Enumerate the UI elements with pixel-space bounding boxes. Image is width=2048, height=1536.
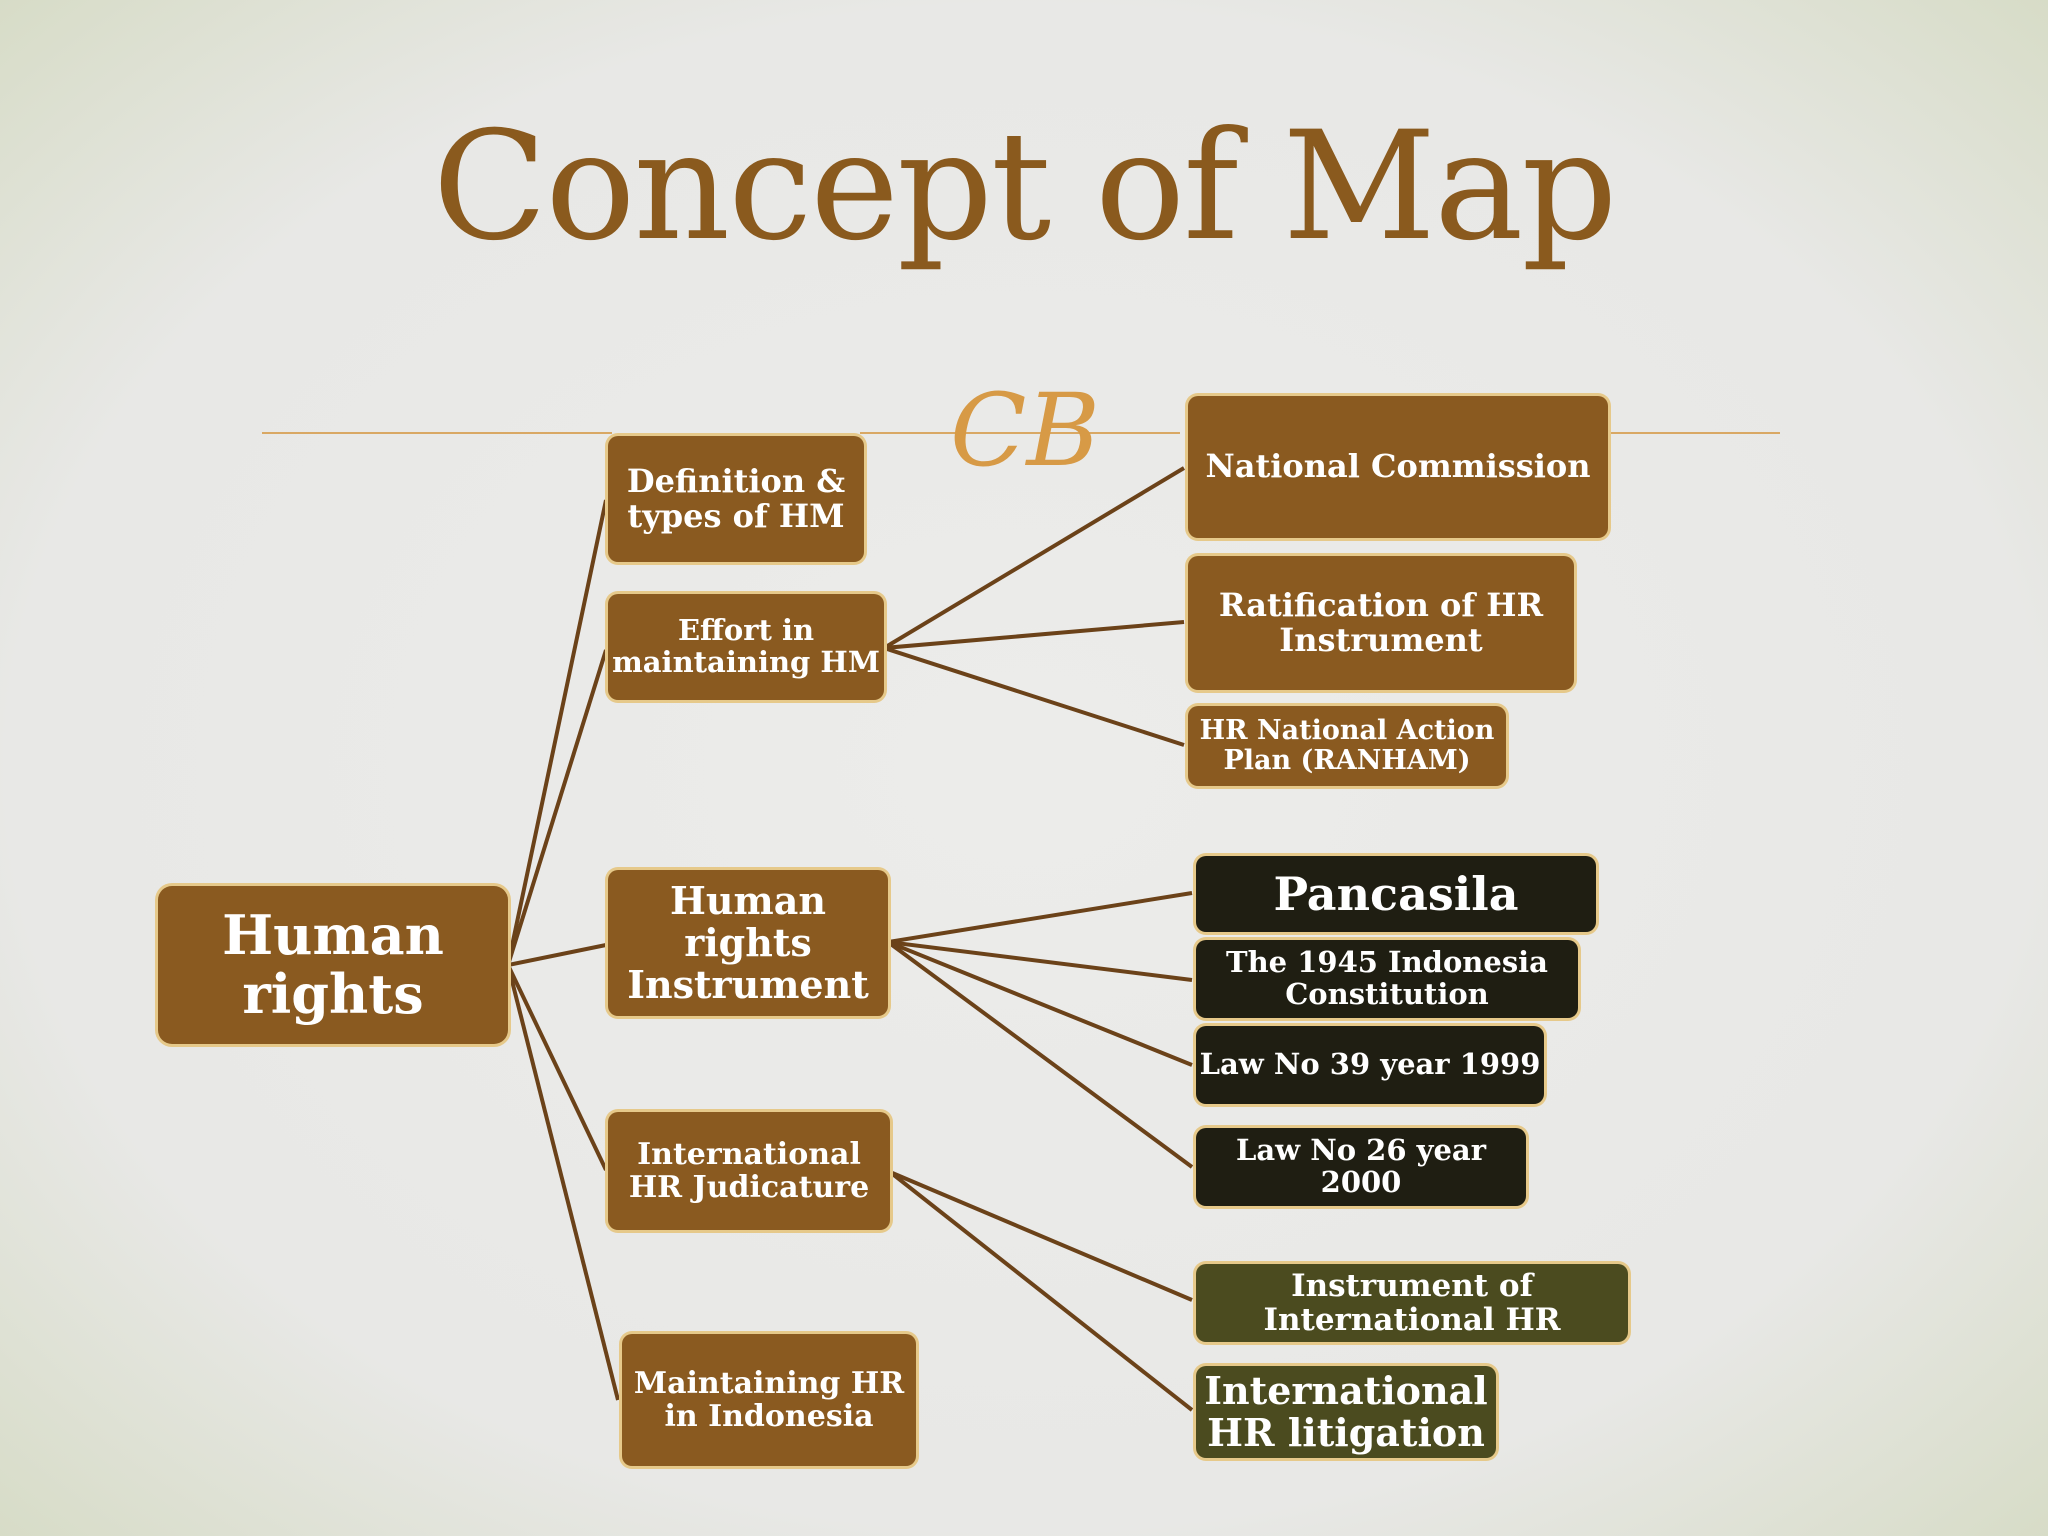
node-pancasila: Pancasila <box>1196 856 1596 932</box>
node-international-litigation: International HR litigation <box>1196 1366 1496 1458</box>
link-root-judicature <box>506 964 608 1171</box>
link-effort-ratification <box>883 620 1185 650</box>
link-instrument-law26 <box>886 940 1194 1169</box>
link-instrument-constitution <box>887 940 1193 982</box>
link-instrument-pancasila <box>887 891 1193 944</box>
node-effort: Effort in maintaining HM <box>608 594 884 700</box>
node-hr-instrument: Human rights Instrument <box>608 870 888 1016</box>
node-definition: Definition & types of HM <box>608 436 864 562</box>
title-rule-right <box>1610 432 1780 434</box>
node-maintaining-indonesia: Maintaining HR in Indonesia <box>622 1334 916 1466</box>
node-human-rights: Human rights <box>158 886 508 1044</box>
slide-title: Concept of Map <box>432 100 1618 274</box>
title-rule-left <box>262 432 612 434</box>
node-1945-constitution: The 1945 Indonesia Constitution <box>1196 940 1578 1018</box>
link-root-effort <box>506 649 608 966</box>
node-law-26-2000: Law No 26 year 2000 <box>1196 1128 1526 1206</box>
link-root-instrument <box>507 943 607 967</box>
node-ratification: Ratification of HR Instrument <box>1188 556 1574 690</box>
title-rule-middle <box>860 432 1180 434</box>
link-effort-ranham <box>883 646 1185 747</box>
node-ranham: HR National Action Plan (RANHAM) <box>1188 706 1506 786</box>
node-law-39-1999: Law No 39 year 1999 <box>1196 1026 1544 1104</box>
link-root-definition <box>506 499 608 966</box>
ornament-icon: CB <box>950 372 1100 489</box>
link-effort-commission <box>882 466 1186 650</box>
node-international-judicature: International HR Judicature <box>608 1112 890 1230</box>
link-judicature-international <box>889 1170 1193 1302</box>
link-root-maintaining <box>506 964 620 1401</box>
node-instrument-international: Instrument of International HR <box>1196 1264 1628 1342</box>
link-instrument-law39 <box>887 940 1193 1067</box>
link-judicature-litigation <box>888 1170 1194 1412</box>
node-national-commission: National Commission <box>1188 396 1608 538</box>
